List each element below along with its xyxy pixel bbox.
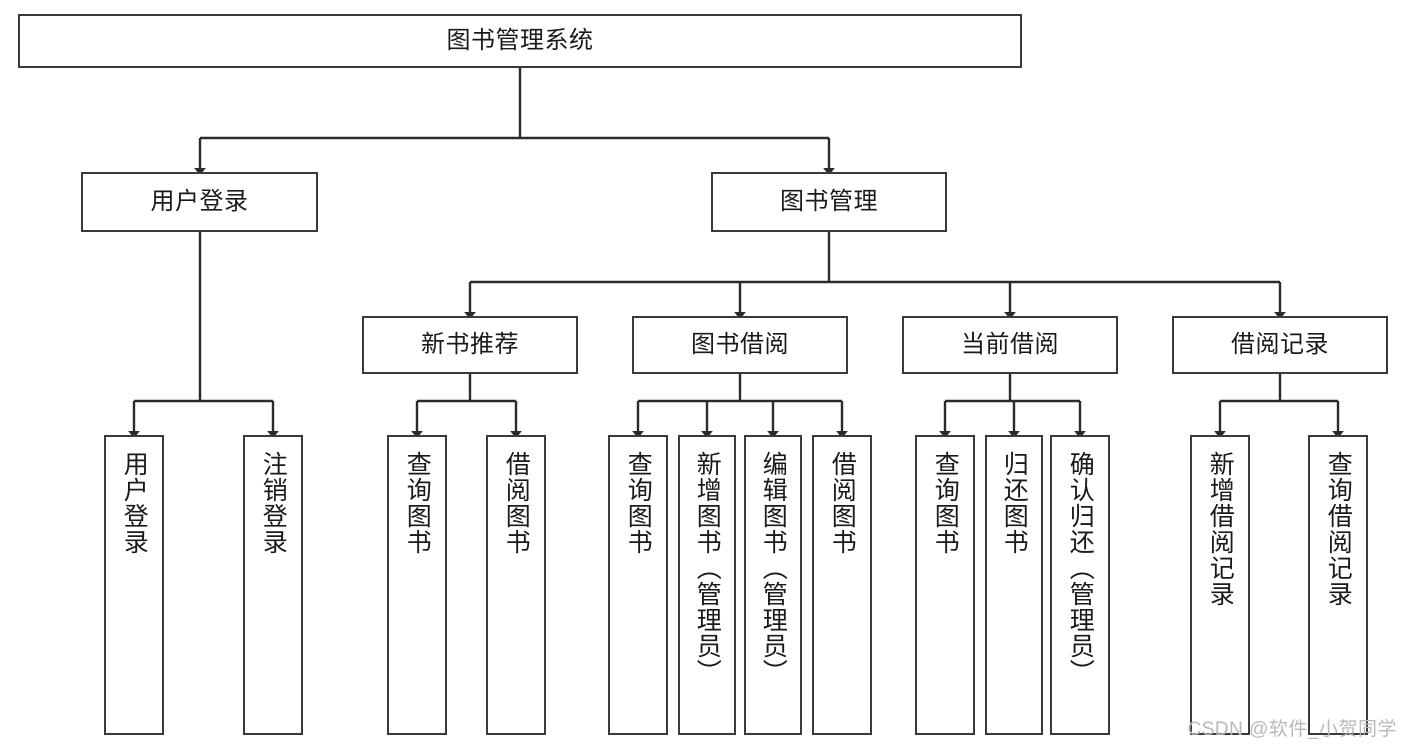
node-label-leaf-add-record: 新增借阅记录 (1206, 451, 1235, 607)
node-label-book-borrow: 图书借阅 (691, 331, 789, 359)
node-leaf-borrow-book-1[interactable]: 借阅图书 (486, 435, 546, 735)
connector-edges (128, 68, 1344, 439)
csdn-watermark: CSDN @软件_小贺同学 (1187, 719, 1397, 740)
node-label-leaf-borrow-book-2: 借阅图书 (828, 451, 857, 555)
node-leaf-user-login[interactable]: 用户登录 (104, 435, 164, 735)
node-root[interactable]: 图书管理系统 (18, 14, 1022, 68)
node-current-borrow[interactable]: 当前借阅 (902, 316, 1118, 374)
node-leaf-query-book-3[interactable]: 查询图书 (915, 435, 975, 735)
node-label-current-borrow: 当前借阅 (961, 331, 1059, 359)
node-leaf-add-record[interactable]: 新增借阅记录 (1190, 435, 1250, 735)
node-label-leaf-query-record: 查询借阅记录 (1324, 451, 1353, 607)
node-label-leaf-return-book: 归还图书 (1000, 451, 1029, 555)
node-label-leaf-confirm-return: 确认归还（管理员） (1066, 451, 1095, 685)
node-label-leaf-borrow-book-1: 借阅图书 (502, 451, 531, 555)
node-label-user-login: 用户登录 (150, 188, 249, 216)
node-new-book-recommend[interactable]: 新书推荐 (362, 316, 578, 374)
node-label-book-manage: 图书管理 (780, 188, 878, 216)
node-label-root: 图书管理系统 (446, 27, 594, 55)
node-user-login[interactable]: 用户登录 (81, 172, 318, 232)
node-book-manage[interactable]: 图书管理 (711, 172, 947, 232)
node-label-new-book-recommend: 新书推荐 (421, 331, 519, 359)
node-label-leaf-add-book: 新增图书（管理员） (693, 451, 722, 685)
node-label-leaf-edit-book: 编辑图书（管理员） (759, 451, 788, 685)
node-leaf-edit-book[interactable]: 编辑图书（管理员） (744, 435, 802, 735)
node-book-borrow[interactable]: 图书借阅 (632, 316, 848, 374)
node-leaf-query-book-1[interactable]: 查询图书 (387, 435, 447, 735)
node-leaf-add-book[interactable]: 新增图书（管理员） (678, 435, 736, 735)
node-label-leaf-query-book-2: 查询图书 (624, 451, 653, 555)
node-leaf-query-book-2[interactable]: 查询图书 (608, 435, 668, 735)
node-label-leaf-user-login: 用户登录 (120, 451, 149, 555)
node-label-borrow-record: 借阅记录 (1231, 331, 1329, 359)
node-label-leaf-query-book-1: 查询图书 (403, 451, 432, 555)
node-label-leaf-user-logout: 注销登录 (259, 451, 288, 555)
node-label-leaf-query-book-3: 查询图书 (931, 451, 960, 555)
node-borrow-record[interactable]: 借阅记录 (1172, 316, 1388, 374)
node-leaf-query-record[interactable]: 查询借阅记录 (1308, 435, 1368, 735)
node-leaf-confirm-return[interactable]: 确认归还（管理员） (1050, 435, 1110, 735)
node-leaf-user-logout[interactable]: 注销登录 (243, 435, 303, 735)
node-leaf-return-book[interactable]: 归还图书 (985, 435, 1043, 735)
node-leaf-borrow-book-2[interactable]: 借阅图书 (812, 435, 872, 735)
